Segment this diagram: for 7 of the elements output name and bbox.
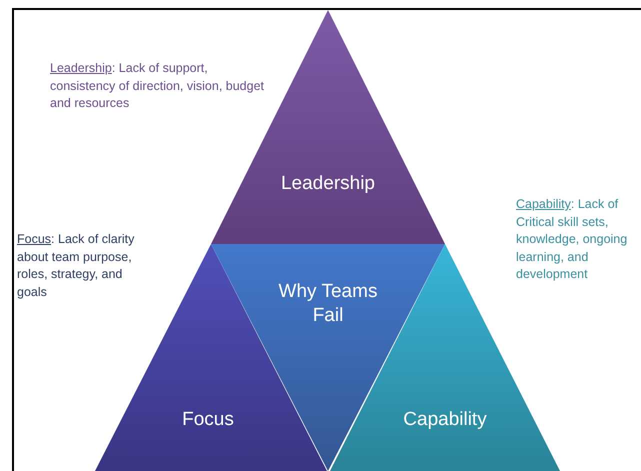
segment-label: Why Teams Fail: [278, 280, 378, 328]
description-text: Focus: Lack of clarity about team purpose, roles, strategy, and goals: [17, 231, 136, 301]
description-text: Capability: Lack of Critical skill sets, knowledge, ongoing learning, and development: [516, 196, 628, 283]
segment-label: Capability: [402, 408, 488, 432]
segment-label: Focus: [181, 408, 235, 432]
description-text: Leadership: Lack of support, consistency of direction, vision, budget and resources: [50, 60, 266, 112]
segment-label: Leadership: [280, 172, 376, 196]
